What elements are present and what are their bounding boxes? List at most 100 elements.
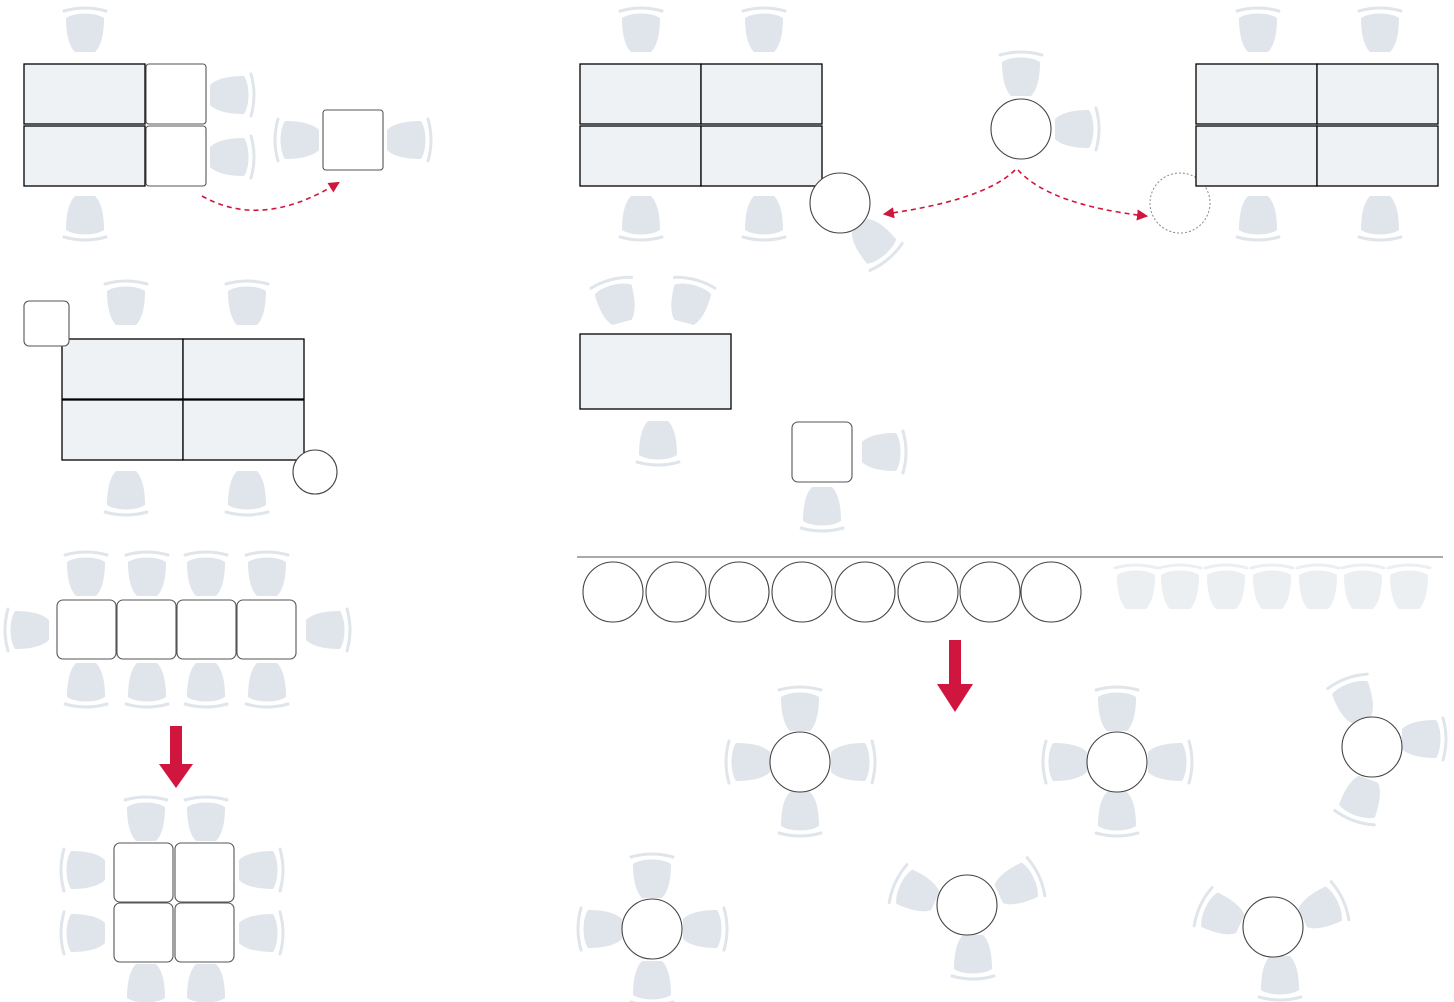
square-table bbox=[116, 599, 177, 660]
down-arrow bbox=[937, 640, 973, 712]
round-table bbox=[936, 874, 998, 936]
round-tables-layout bbox=[576, 669, 1448, 1002]
chair-icon bbox=[63, 550, 109, 598]
chair-icon bbox=[208, 134, 256, 180]
chair-icon bbox=[629, 852, 675, 900]
chair-icon bbox=[884, 861, 946, 922]
chair-icon bbox=[3, 607, 51, 653]
square-table bbox=[176, 599, 237, 660]
layout-e bbox=[579, 6, 1439, 275]
round-table bbox=[959, 561, 1021, 623]
chair-icon bbox=[123, 795, 169, 843]
chair-icon bbox=[385, 117, 433, 163]
rectangular-table bbox=[182, 338, 305, 400]
round-table bbox=[582, 561, 644, 623]
chair-icon bbox=[62, 194, 108, 242]
chair-icon bbox=[244, 661, 290, 709]
chair-icon bbox=[124, 661, 170, 709]
chair-icon bbox=[741, 6, 787, 54]
rectangular-table bbox=[1316, 63, 1439, 125]
dashed-move-arrow bbox=[201, 181, 340, 211]
square-table bbox=[56, 599, 117, 660]
chair-icon bbox=[681, 906, 729, 952]
round-table bbox=[1020, 561, 1082, 623]
chair-icon bbox=[1257, 954, 1303, 1002]
chair-icon bbox=[208, 72, 256, 118]
chair-icon bbox=[183, 962, 229, 1002]
stacked-chair-icon bbox=[1386, 563, 1432, 611]
round-table bbox=[769, 731, 831, 793]
rectangular-table bbox=[700, 63, 823, 125]
chair-icon bbox=[635, 419, 681, 467]
square-table bbox=[791, 421, 853, 483]
chair-icon bbox=[988, 854, 1050, 915]
chair-icon bbox=[183, 661, 229, 709]
chair-icon bbox=[224, 469, 270, 517]
chair-icon bbox=[1189, 884, 1251, 945]
rectangular-table bbox=[700, 125, 823, 187]
rectangular-table bbox=[61, 399, 184, 461]
chair-icon bbox=[183, 795, 229, 843]
round-table bbox=[834, 561, 896, 623]
rectangular-table bbox=[579, 333, 732, 410]
round-table bbox=[990, 98, 1052, 160]
round-table bbox=[645, 561, 707, 623]
chair-icon bbox=[777, 685, 823, 733]
rectangular-table bbox=[1195, 125, 1318, 187]
chair-icon bbox=[741, 194, 787, 242]
chair-icon bbox=[59, 910, 107, 956]
chair-icon bbox=[237, 847, 285, 893]
chair-icon bbox=[63, 661, 109, 709]
chair-icon bbox=[1357, 194, 1403, 242]
rectangular-table bbox=[579, 63, 702, 125]
chair-icon bbox=[62, 6, 108, 54]
chair-icon bbox=[1400, 716, 1448, 762]
rectangular-table bbox=[182, 399, 305, 461]
chair-icon bbox=[1053, 106, 1101, 152]
chair-icon bbox=[860, 429, 908, 475]
chair-icon bbox=[799, 485, 845, 533]
down-arrow bbox=[159, 726, 193, 788]
round-table bbox=[1341, 716, 1403, 778]
stacked-chair-icon bbox=[1340, 563, 1386, 611]
square-table bbox=[113, 842, 174, 903]
rectangular-table bbox=[23, 63, 146, 125]
stacked-chair-icon bbox=[1295, 563, 1341, 611]
chair-icon bbox=[629, 959, 675, 1002]
dashed-move-arrow bbox=[882, 169, 1016, 219]
layout-d bbox=[59, 795, 285, 1002]
chair-icon bbox=[304, 607, 352, 653]
rectangular-table bbox=[61, 338, 184, 400]
round-table bbox=[1086, 731, 1148, 793]
chair-icon bbox=[1332, 770, 1390, 830]
chair-icon bbox=[588, 272, 644, 330]
chair-icon bbox=[1041, 739, 1089, 785]
chair-icon bbox=[662, 272, 718, 330]
chair-icon bbox=[59, 847, 107, 893]
round-table bbox=[292, 449, 338, 495]
chair-icon bbox=[103, 279, 149, 327]
round-table bbox=[1242, 896, 1304, 958]
round-table bbox=[809, 172, 871, 234]
square-table bbox=[174, 842, 235, 903]
storage-row bbox=[577, 556, 1443, 712]
chair-icon bbox=[777, 790, 823, 838]
rectangular-table bbox=[1195, 63, 1318, 125]
square-table bbox=[236, 599, 297, 660]
chair-icon bbox=[618, 194, 664, 242]
stacked-chair-icon bbox=[1157, 563, 1203, 611]
chair-icon bbox=[123, 962, 169, 1002]
chair-icon bbox=[950, 933, 996, 981]
rectangular-table bbox=[579, 125, 702, 187]
round-table bbox=[897, 561, 959, 623]
rectangular-table bbox=[23, 125, 146, 187]
chair-icon bbox=[103, 469, 149, 517]
chair-icon bbox=[124, 550, 170, 598]
chair-icon bbox=[1094, 790, 1140, 838]
chair-icon bbox=[618, 6, 664, 54]
layout-b bbox=[23, 279, 338, 517]
chair-icon bbox=[237, 910, 285, 956]
chair-icon bbox=[1235, 194, 1281, 242]
square-table bbox=[322, 109, 384, 171]
